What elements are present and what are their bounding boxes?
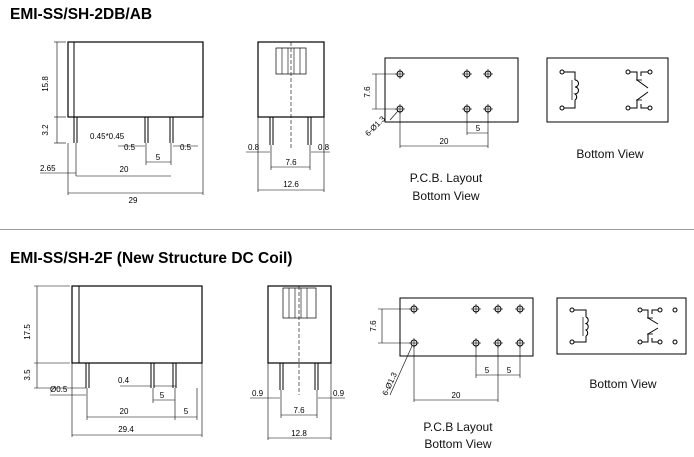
dim-pcb-pitch-2b: 5 — [507, 366, 512, 375]
dim-end-gap-1a: 0.8 — [248, 143, 260, 152]
dim-pcb-hole-2: 6-Ø1.3 — [380, 370, 399, 396]
end-view-1: 0.8 0.8 7.6 12.6 — [246, 41, 330, 192]
bottom-view-caption-1: Bottom View — [576, 147, 644, 161]
dim-length-2: 29.4 — [118, 425, 134, 434]
pcb-caption-1b: Bottom View — [412, 189, 480, 203]
dim-end-pitch-1: 7.6 — [285, 158, 297, 167]
dim-pcb-hole-1: 6-Ø1.3 — [363, 114, 387, 138]
pcb-layout-2: 7.6 6-Ø1.3 5 5 20 — [369, 297, 534, 402]
section-divider — [0, 229, 694, 230]
dim-body-height-2: 17.5 — [23, 324, 32, 340]
pcb-layout-1: 7.6 6-Ø1.3 5 20 — [363, 57, 519, 148]
end-view-2: 0.9 0.9 7.6 12.8 — [250, 285, 345, 440]
side-view-2: 17.5 3.5 Ø0.5 0.4 5 20 5 29.4 — [23, 285, 203, 437]
dim-pin-width-1b: 0.5 — [180, 143, 192, 152]
bottom-view-schematic-1 — [546, 57, 669, 123]
dim-offset-1: 2.65 — [40, 164, 56, 173]
dim-pin-pitch-2b: 5 — [184, 407, 189, 416]
dim-pin-width-1a: 0.5 — [124, 143, 136, 152]
dim-pcb-span-2: 20 — [452, 391, 461, 400]
dim-pin-size-1: 0.45*0.45 — [90, 132, 125, 141]
dim-pin-width-2: 0.4 — [118, 376, 130, 385]
dim-pcb-span-1: 20 — [440, 137, 449, 146]
dim-end-width-1: 12.6 — [283, 180, 299, 189]
dim-pcb-height-2: 7.6 — [369, 320, 378, 332]
dim-end-gap-2b: 0.9 — [333, 389, 345, 398]
pcb-caption-1a: P.C.B. Layout — [409, 171, 483, 185]
dim-end-width-2: 12.8 — [291, 429, 307, 438]
section1-title: EMI-SS/SH-2DB/AB — [10, 6, 153, 23]
dim-end-gap-1b: 0.8 — [318, 143, 330, 152]
dim-pcb-pitch-2a: 5 — [485, 366, 490, 375]
dim-pcb-height-1: 7.6 — [363, 86, 372, 98]
side-view-1: 15.8 3.2 0.45*0.45 0.5 0.5 5 2.65 20 29 — [40, 41, 204, 205]
dim-pin-dia-2: Ø0.5 — [50, 385, 68, 394]
pcb-caption-2a: P.C.B Layout — [423, 420, 493, 434]
pcb-caption-2b: Bottom View — [424, 437, 492, 451]
bottom-view-schematic-2 — [556, 297, 687, 355]
dim-end-pitch-2: 7.6 — [293, 406, 305, 415]
dim-pin-height-2: 3.5 — [23, 369, 32, 381]
dim-pin-span-2: 20 — [120, 407, 129, 416]
dim-length-1: 29 — [129, 196, 138, 205]
dim-end-gap-2a: 0.9 — [252, 389, 264, 398]
section2-title: EMI-SS/SH-2F (New Structure DC Coil) — [10, 250, 293, 267]
dim-pin-height-1: 3.2 — [41, 124, 50, 136]
bottom-view-caption-2: Bottom View — [589, 377, 657, 391]
dim-body-height-1: 15.8 — [41, 76, 50, 92]
dim-pcb-pitch-1: 5 — [476, 124, 481, 133]
dim-pin-pitch-2a: 5 — [160, 391, 165, 400]
dim-pin-span-1: 20 — [120, 165, 129, 174]
dim-pin-pitch-1: 5 — [156, 153, 161, 162]
